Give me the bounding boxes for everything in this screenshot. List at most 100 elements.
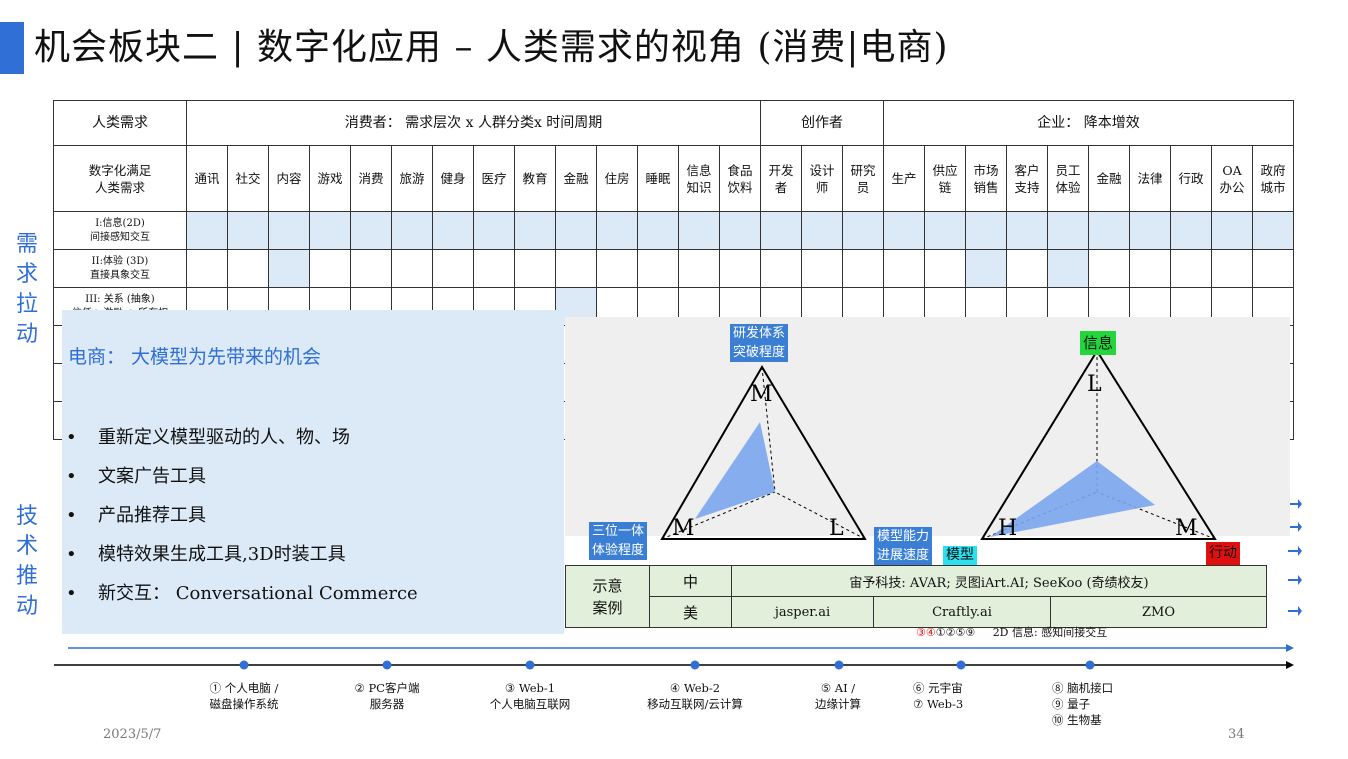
table-cell — [1088, 211, 1130, 250]
label-line: 三位一体 — [592, 524, 645, 539]
legend-black: ①②⑤⑨ — [935, 626, 976, 639]
table-cell — [268, 249, 310, 288]
table-cell — [268, 211, 310, 250]
table-cell — [309, 211, 351, 250]
legend-red: ③④ — [916, 626, 936, 639]
column-header: 旅游 — [391, 145, 433, 212]
table-cell — [1047, 249, 1089, 288]
title-accent-bar — [0, 22, 24, 74]
table-cell — [760, 211, 802, 250]
rd-breakthrough-label: 研发体系 突破程度 — [730, 324, 789, 362]
cell-line: 供应 — [932, 162, 958, 178]
timeline-dot — [956, 660, 966, 670]
table-cell — [883, 249, 925, 288]
cell-line: I:信息(2D) — [95, 217, 145, 229]
label-line: 磁盘操作系统 — [209, 697, 279, 711]
trinity-experience-label: 三位一体 体验程度 — [589, 522, 648, 560]
cell-line: 行政 — [1178, 171, 1204, 186]
example-cell: ZMO — [1050, 596, 1267, 628]
cell-line: 体验 — [1055, 179, 1081, 195]
header-enterprise: 企业： 降本增效 — [883, 100, 1294, 146]
label-line: 边缘计算 — [815, 697, 861, 711]
cell-line: 人类需求 — [94, 179, 145, 195]
timeline-label: ① 个人电脑 /磁盘操作系统 — [194, 680, 294, 712]
cell-line: 医疗 — [481, 171, 507, 186]
table-cell — [1047, 211, 1089, 250]
footer-date: 2023/5/7 — [103, 727, 162, 742]
column-header: 教育 — [514, 145, 556, 212]
column-header: 信息知识 — [678, 145, 720, 212]
column-header: 游戏 — [309, 145, 351, 212]
timeline-dot — [382, 660, 392, 670]
vertex-label: H — [998, 516, 1017, 541]
column-header: 客户支持 — [1006, 145, 1048, 212]
triangle-diagrams: M M L L H M — [660, 349, 1217, 541]
table-cell — [432, 211, 474, 250]
column-header: 通讯 — [186, 145, 228, 212]
label-line: 研发体系 — [733, 326, 786, 341]
region-cell: 美 — [649, 596, 732, 628]
arrow-icon — [1288, 546, 1302, 556]
table-cell — [1006, 211, 1048, 250]
arrow-icon — [1288, 606, 1302, 616]
table-cell — [555, 211, 597, 250]
cell-line: 生产 — [891, 171, 917, 186]
table-cell — [1129, 249, 1171, 288]
dashed-axis — [661, 491, 776, 540]
arrow-icon — [1288, 499, 1302, 509]
label-line: 体验程度 — [592, 543, 645, 558]
cell-line: 开发 — [768, 162, 794, 178]
label-line: ③ Web-1 — [504, 681, 556, 695]
column-header: 消费 — [350, 145, 392, 212]
side-char: 推 — [15, 564, 38, 589]
cell-line: 支持 — [1014, 179, 1040, 195]
column-header: 法律 — [1129, 145, 1171, 212]
label-line: ④ Web-2 — [669, 681, 721, 695]
table-cell — [1006, 249, 1048, 288]
cell-line: 消费 — [358, 171, 384, 186]
cell-line: 师 — [815, 179, 829, 195]
demand-pull-label: 需 求 拉 动 — [14, 230, 40, 350]
table-cell — [842, 249, 884, 288]
label-line: 示意 — [592, 576, 623, 595]
ecommerce-opportunity-panel: 电商： 大模型为先带来的机会 重新定义模型驱动的人、物、场 文案广告工具 产品推… — [62, 310, 564, 634]
vertex-label: M — [750, 382, 773, 407]
cell-line: 直接具象交互 — [90, 269, 150, 281]
side-char: 拉 — [15, 292, 38, 317]
table-cell — [1170, 211, 1212, 250]
table-cell — [719, 211, 761, 250]
table-cell — [350, 249, 392, 288]
table-cell — [1170, 249, 1212, 288]
cell-line: 办公 — [1219, 179, 1245, 195]
cell-line: 食品 — [727, 162, 753, 178]
example-cell: jasper.ai — [731, 596, 874, 628]
cell-line: 社交 — [235, 171, 261, 186]
cell-line: 健身 — [440, 171, 466, 186]
cell-line: 市场 — [973, 162, 999, 178]
table-cell — [965, 249, 1007, 288]
cell-line: 政府 — [1260, 162, 1286, 178]
column-header: 社交 — [227, 145, 269, 212]
label-line: ⑦ Web-3 — [913, 697, 964, 711]
table-cell — [801, 249, 843, 288]
cell-line: 员 — [856, 179, 870, 195]
cell-line: 睡眠 — [645, 171, 671, 186]
label-line: ⑩ 生物基 — [1052, 713, 1102, 727]
left-triangle — [660, 365, 867, 540]
arrow-icon — [1288, 522, 1302, 532]
list-item: 产品推荐工具 — [62, 496, 418, 535]
cell-line: 内容 — [276, 171, 302, 186]
legend-desc: 2D 信息: 感知间接交互 — [992, 626, 1108, 639]
cell-line: 法律 — [1137, 171, 1163, 186]
header-consumer: 消费者： 需求层次 x 人群分类x 时间周期 — [186, 100, 761, 146]
table-cell — [514, 211, 556, 250]
side-char: 动 — [15, 594, 38, 619]
side-char: 求 — [15, 262, 38, 287]
list-item: 文案广告工具 — [62, 457, 418, 496]
row-label: I:信息(2D)间接感知交互 — [53, 211, 187, 250]
cell-line: 金融 — [1096, 171, 1122, 186]
right-triangle — [980, 349, 1217, 540]
side-char: 技 — [15, 504, 38, 529]
